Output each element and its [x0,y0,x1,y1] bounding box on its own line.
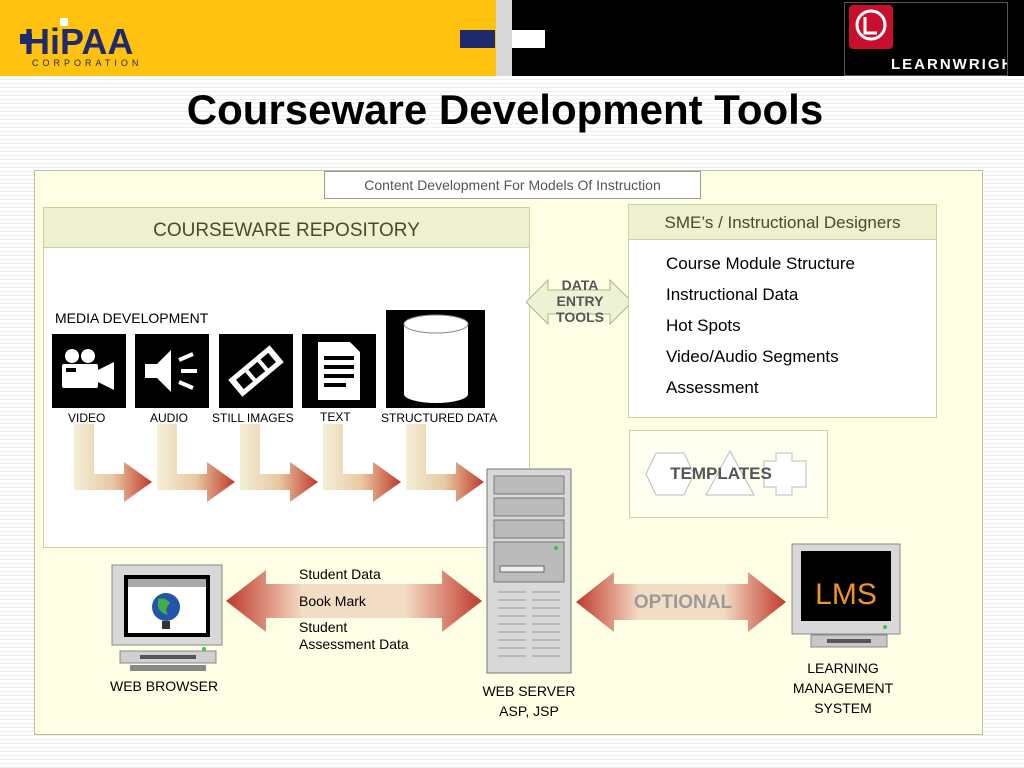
media-label-audio: AUDIO [150,411,189,425]
content-development-label: Content Development For Models Of Instru… [324,171,701,199]
sme-item-instructional-data: Instructional Data [666,285,799,304]
structured-data-label: STRUCTURED DATA [381,411,498,425]
header-white-block [512,30,545,48]
lms-label-line-2: MANAGEMENT [792,680,894,696]
lms-label: LEARNING MANAGEMENT SYSTEM [780,658,906,718]
learnwright-logo-text: LEARNWRIGHT [891,56,1007,73]
web-server-label: WEB SERVER ASP, JSP [468,681,590,721]
speaker-icon [135,334,209,408]
document-icon [302,334,376,408]
data-entry-tools-label: DATA ENTRY TOOLS [540,277,620,325]
sme-heading: SME’s / Instructional Designers [629,205,936,240]
media-label-still-images: STILL IMAGES [212,411,294,425]
learnwright-logo: LEARNWRIGHT [844,2,1024,76]
media-label-video: VIDEO [68,411,106,425]
bent-arrow-2 [157,424,235,502]
web-browser-computer-icon [111,564,223,671]
student-data-arrow [226,570,482,632]
optional-arrow [576,572,786,632]
film-strip-icon [219,334,293,408]
sme-item-hot-spots: Hot Spots [666,316,741,335]
courseware-repository-heading: COURSEWARE REPOSITORY [44,208,529,248]
header-yellow-band [0,0,496,76]
web-server-icon [486,468,572,674]
bent-arrow-4 [323,424,401,502]
media-label-text: TEXT [320,410,351,424]
bent-arrow-1 [74,424,152,502]
bent-arrow-5 [406,424,484,502]
templates-box [629,430,828,518]
hipaa-logo-text: HiPAA [24,21,133,62]
optional-label: OPTIONAL [633,592,733,613]
data-entry-line-2: ENTRY [556,293,604,309]
header-separator [496,0,512,76]
bent-arrow-3 [240,424,318,502]
templates-label: TEMPLATES [670,464,772,483]
hipaa-logo: HiPAA CORPORATION [20,16,190,75]
data-entry-arrow [526,278,632,326]
lms-screen-text: LMS [815,578,877,611]
lms-computer-icon [791,543,901,648]
student-data-item-3: Student [299,619,348,635]
lms-label-line-3: SYSTEM [814,700,872,716]
student-data-item-4: Assessment Data [299,636,409,652]
header-navy-block [460,30,495,48]
video-camera-icon [52,334,126,408]
data-entry-line-1: DATA [561,277,599,293]
template-shapes-icon [645,449,807,496]
web-browser-label: WEB BROWSER [110,678,219,694]
sme-item-course-module: Course Module Structure [666,254,855,273]
web-server-line-2: ASP, JSP [499,703,559,719]
lms-label-line-1: LEARNING [807,660,879,676]
hipaa-logo-sub: CORPORATION [32,58,142,68]
web-server-line-1: WEB SERVER [482,683,576,699]
student-data-item-2: Book Mark [299,593,366,609]
sme-item-assessment: Assessment [666,378,759,397]
data-entry-line-3: TOOLS [556,309,604,325]
sme-item-video-audio: Video/Audio Segments [666,347,839,366]
student-data-item-1: Student Data [299,566,381,582]
media-development-label: MEDIA DEVELOPMENT [55,310,209,326]
slide-title: Courseware Development Tools [186,86,824,133]
database-cylinder-icon [386,310,485,408]
media-flow-arrows [74,424,484,502]
